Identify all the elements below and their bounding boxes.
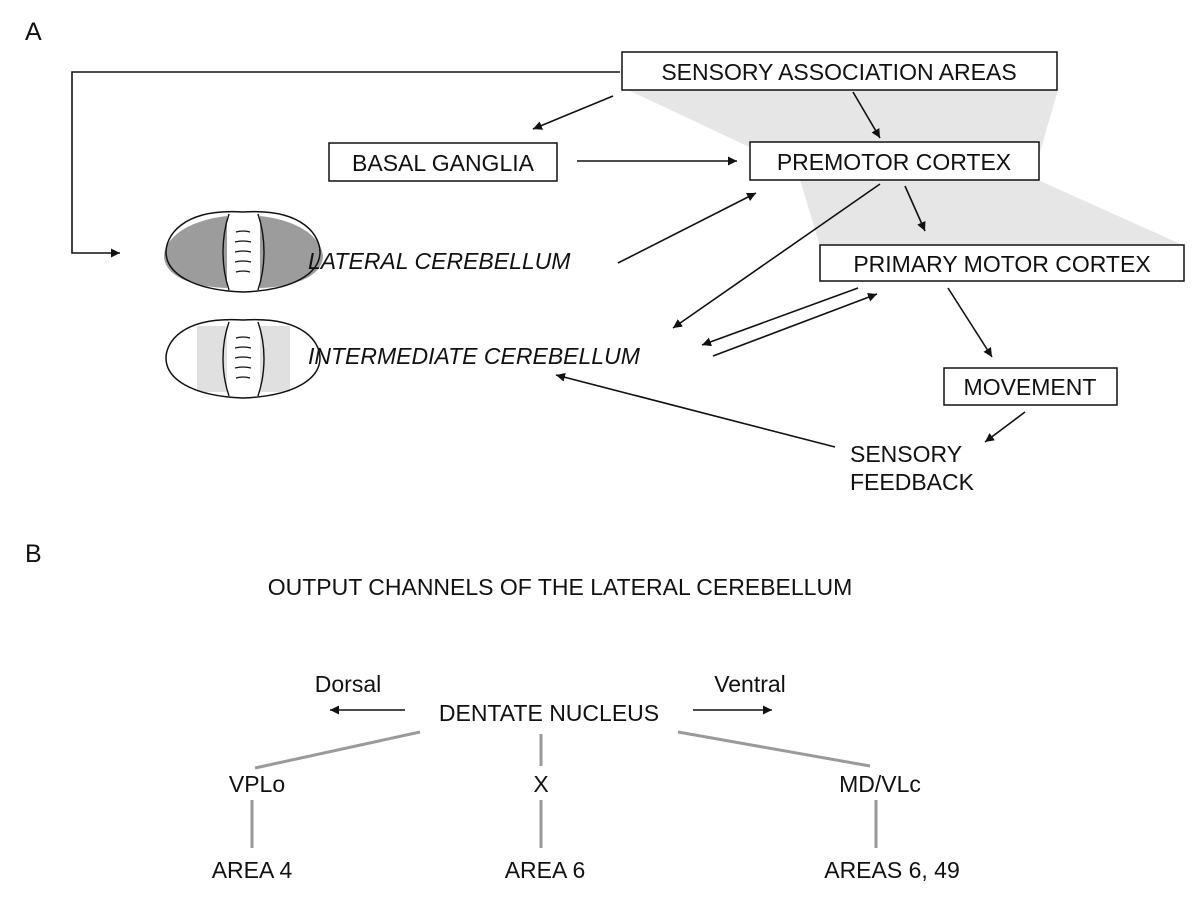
premotor-to-primary-motor-arrow bbox=[904, 185, 926, 232]
sensory-feedback-to-intermediate-cerebellum-arrow bbox=[555, 372, 836, 448]
movement-box: MOVEMENT bbox=[943, 367, 1118, 406]
sensory-feedback-label-line1: SENSORY bbox=[850, 441, 962, 467]
relay-md-vlc: MD/VLc bbox=[839, 771, 921, 797]
sensory-feedback-label-line2: FEEDBACK bbox=[850, 469, 975, 495]
movement-label: MOVEMENT bbox=[964, 374, 1097, 400]
ventral-label: Ventral bbox=[714, 671, 786, 697]
dentate-to-mdvlc-line bbox=[677, 730, 871, 768]
premotor-cortex-box: PREMOTOR CORTEX bbox=[749, 141, 1040, 181]
primary-motor-to-movement-arrow bbox=[947, 287, 993, 358]
panel-b-letter: B bbox=[25, 540, 42, 568]
relay-vplo: VPLo bbox=[229, 771, 285, 797]
sensory-association-areas-label: SENSORY ASSOCIATION AREAS bbox=[661, 59, 1016, 85]
dentate-nucleus-label: DENTATE NUCLEUS bbox=[439, 700, 659, 726]
target-area-6: AREA 6 bbox=[505, 857, 586, 883]
sensory-to-premotor-arrow bbox=[852, 91, 881, 139]
projection-shading bbox=[628, 90, 1058, 152]
sensory-to-basal-ganglia-arrow bbox=[532, 95, 614, 130]
premotor-to-intermediate-cerebellum-arrow bbox=[672, 183, 881, 329]
projection-shading bbox=[800, 180, 1185, 246]
primary-motor-cortex-box: PRIMARY MOTOR CORTEX bbox=[819, 244, 1185, 282]
intermediate-cerebellum-label: INTERMEDIATE CEREBELLUM bbox=[308, 343, 641, 369]
target-areas-6-49: AREAS 6, 49 bbox=[824, 857, 960, 883]
lateral-cerebellum-icon bbox=[164, 210, 323, 293]
intermediate-cerebellum-to-primary-motor-arrow bbox=[712, 292, 878, 357]
movement-to-sensory-feedback-arrow bbox=[984, 411, 1026, 443]
basal-ganglia-label: BASAL GANGLIA bbox=[352, 150, 535, 176]
panel-a-letter: A bbox=[25, 18, 42, 46]
dorsal-label: Dorsal bbox=[315, 671, 381, 697]
premotor-cortex-label: PREMOTOR CORTEX bbox=[777, 149, 1011, 175]
dentate-to-vplo-line bbox=[254, 730, 421, 770]
primary-motor-cortex-label: PRIMARY MOTOR CORTEX bbox=[853, 251, 1150, 277]
sensory-to-lateral-cerebellum-arrow bbox=[71, 71, 620, 258]
panel-b-title: OUTPUT CHANNELS OF THE LATERAL CEREBELLU… bbox=[268, 574, 853, 600]
primary-motor-to-intermediate-cerebellum-arrow bbox=[701, 287, 859, 347]
target-area-4: AREA 4 bbox=[212, 857, 293, 883]
sensory-association-areas-box: SENSORY ASSOCIATION AREAS bbox=[621, 51, 1058, 91]
basal-ganglia-box: BASAL GANGLIA bbox=[328, 142, 558, 182]
relay-x: X bbox=[533, 771, 548, 797]
lateral-cerebellum-label: LATERAL CEREBELLUM bbox=[308, 248, 571, 274]
intermediate-cerebellum-icon bbox=[165, 318, 321, 399]
lateral-cerebellum-to-premotor-arrow bbox=[617, 192, 757, 264]
